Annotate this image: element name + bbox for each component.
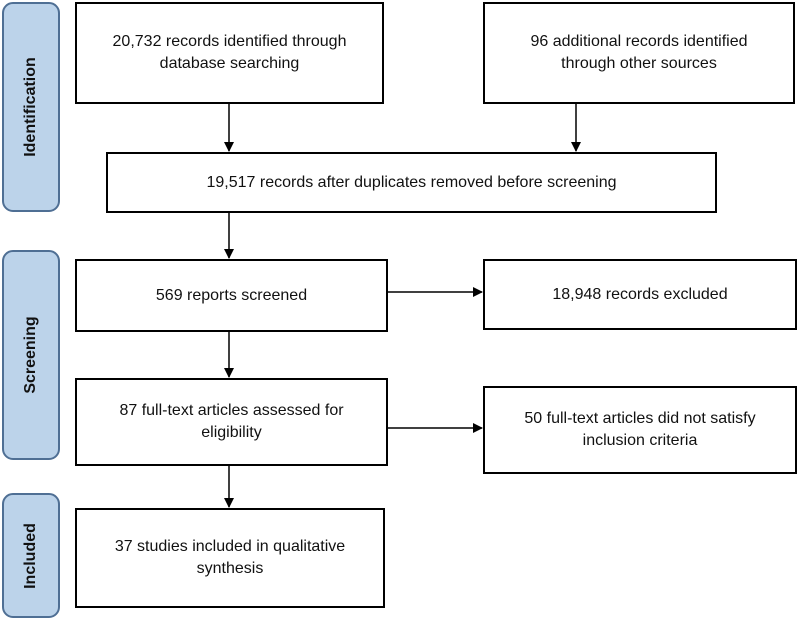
included-studies-box: 37 studies included in qualitative synth… <box>75 508 385 608</box>
identification-phase: Identification <box>2 2 60 212</box>
screening-phase: Screening <box>2 250 60 460</box>
other-sources-text: 96 additional records identified through… <box>530 33 748 72</box>
database-records-text: 20,732 records identified through databa… <box>112 33 347 72</box>
after-duplicates-text: 19,517 records after duplicates removed … <box>206 173 617 191</box>
excluded-text: 18,948 records excluded <box>552 285 728 303</box>
fulltext-excluded-box: 50 full-text articles did not satisfy in… <box>483 386 797 474</box>
included-studies-text: 37 studies included in qualitative synth… <box>114 538 346 577</box>
screened-box: 569 reports screened <box>75 259 388 332</box>
excluded-box: 18,948 records excluded <box>483 259 797 330</box>
fulltext-excluded-text: 50 full-text articles did not satisfy in… <box>524 410 756 449</box>
other-sources-box: 96 additional records identified through… <box>483 2 795 104</box>
after-duplicates-box: 19,517 records after duplicates removed … <box>106 152 717 213</box>
database-records-box: 20,732 records identified through databa… <box>75 2 384 104</box>
screened-text: 569 reports screened <box>155 286 308 304</box>
included-phase: Included <box>2 493 60 618</box>
fulltext-assessed-box: 87 full-text articles assessed for eligi… <box>75 378 388 466</box>
fulltext-assessed-text: 87 full-text articles assessed for eligi… <box>119 402 344 441</box>
